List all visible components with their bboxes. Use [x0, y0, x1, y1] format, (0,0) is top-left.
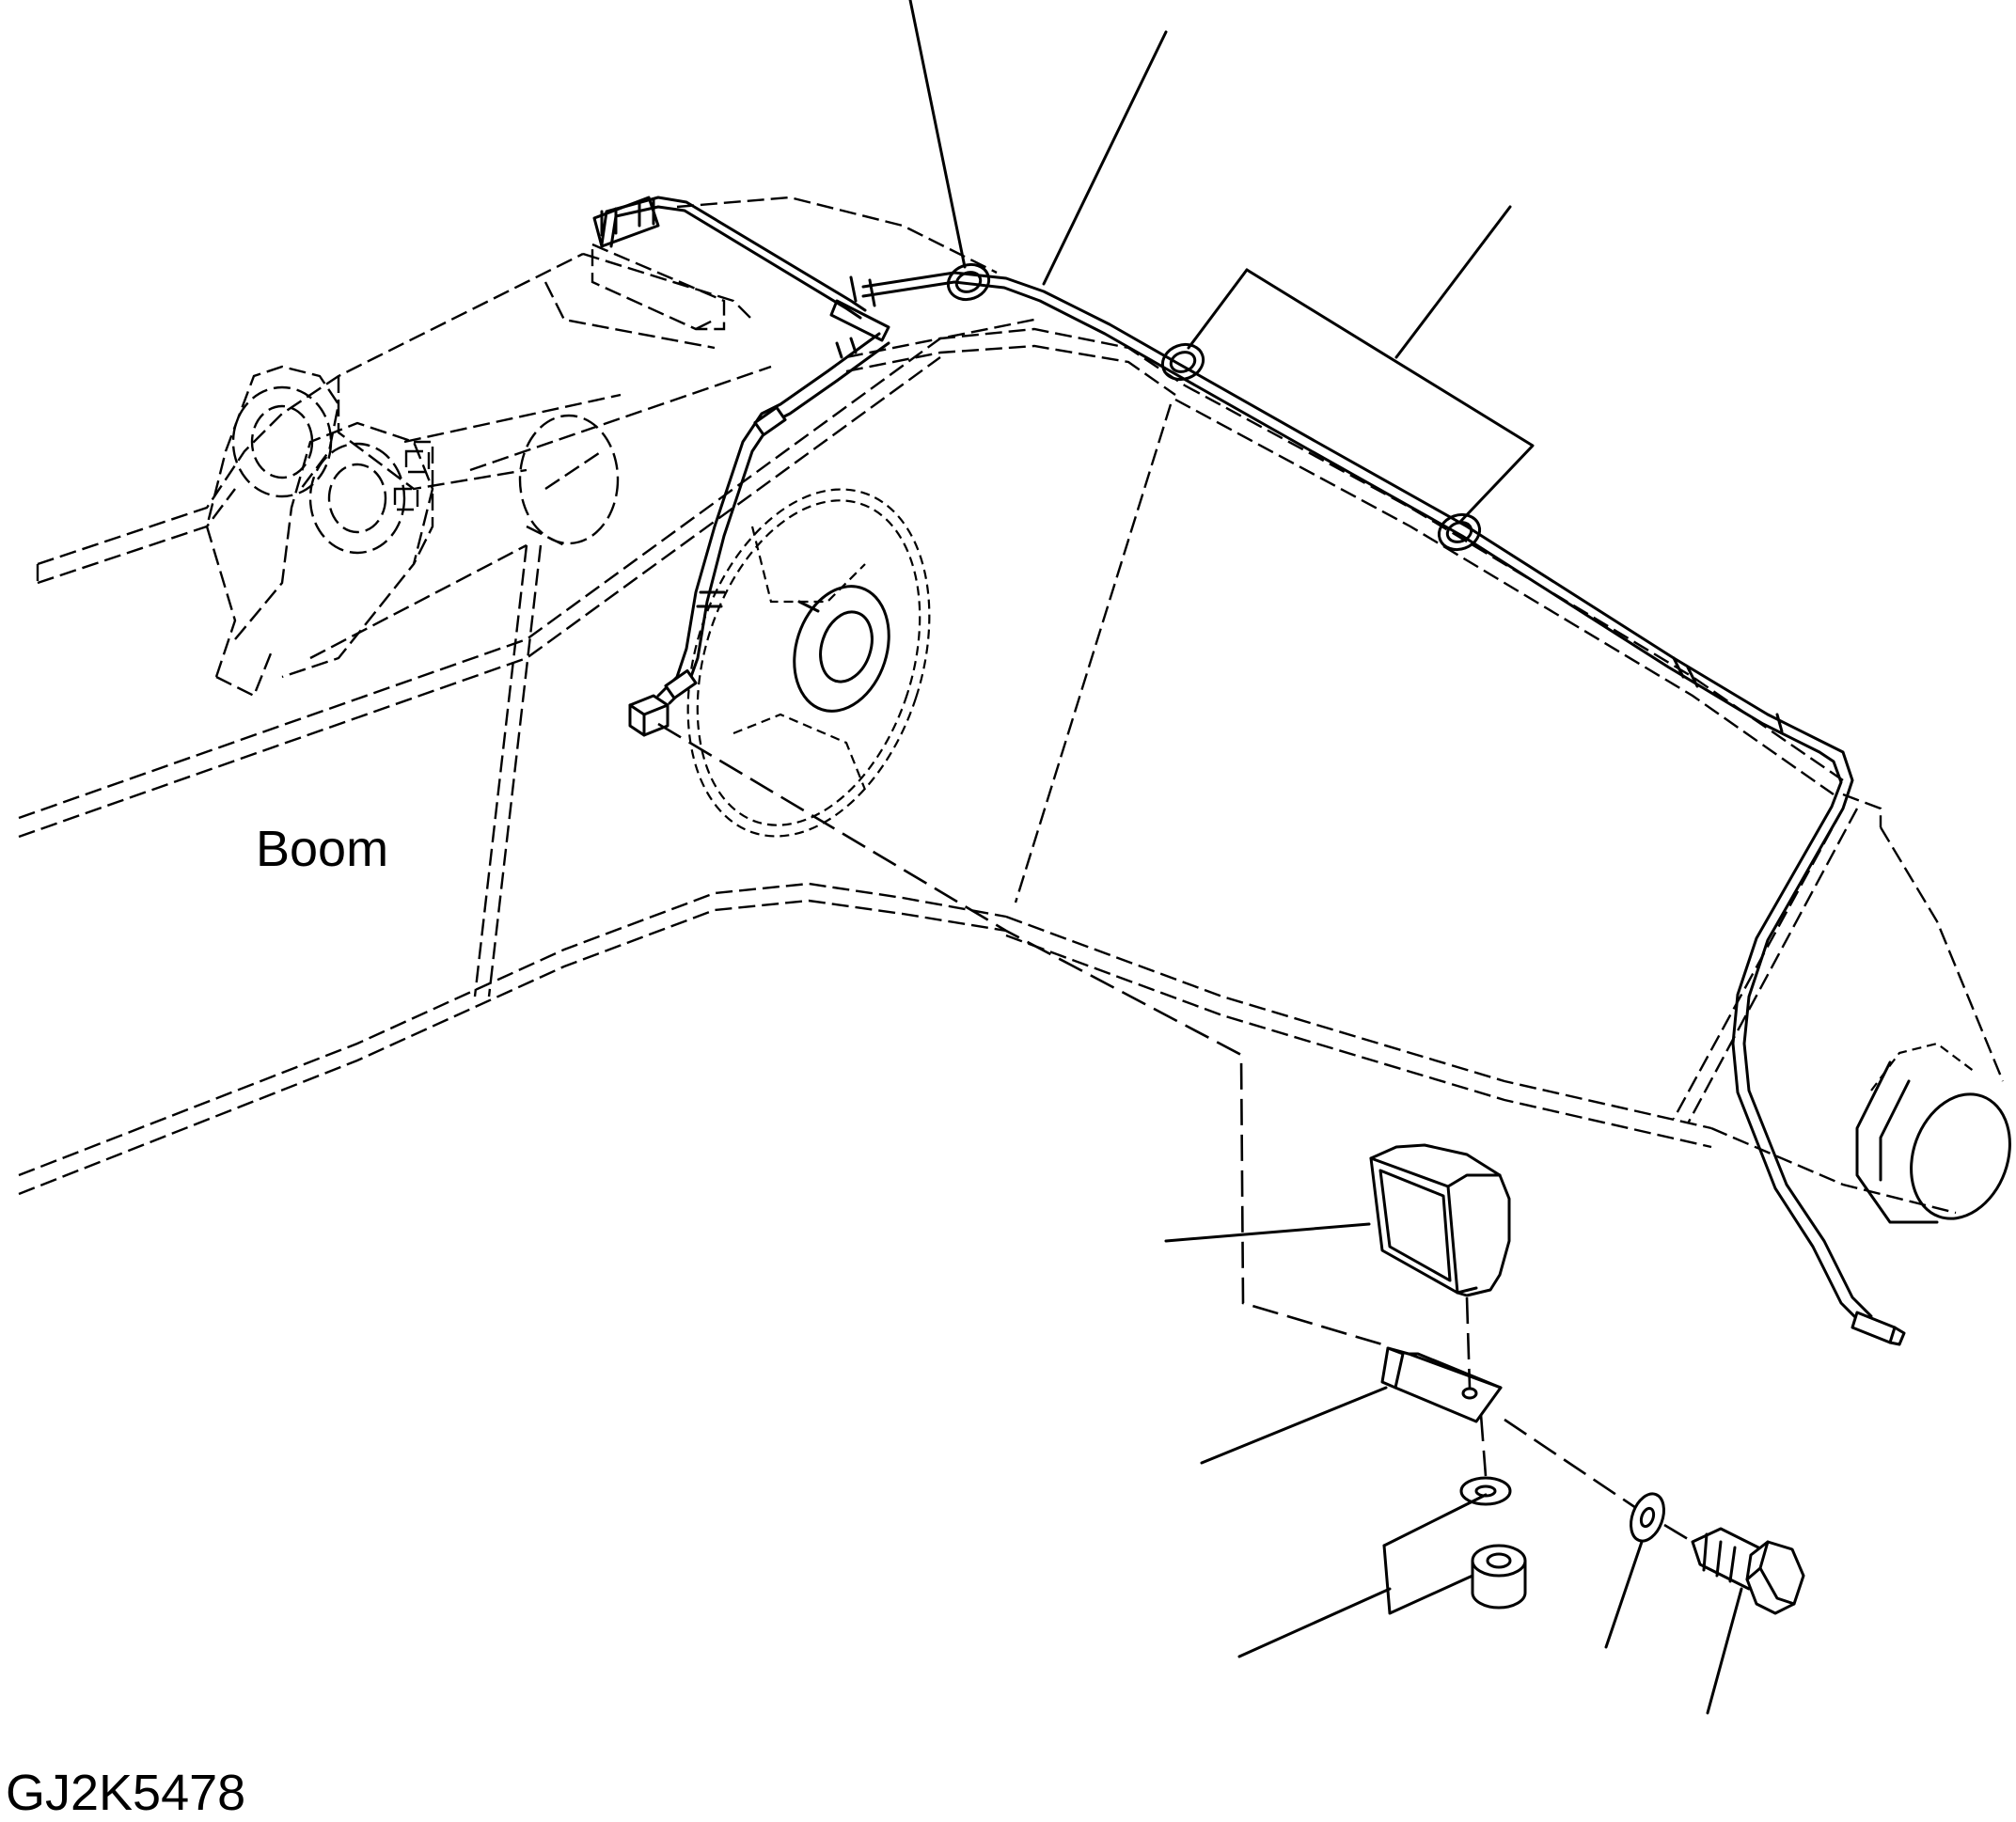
boom-foot: [36, 243, 753, 698]
boom-outline: [18, 196, 2005, 1215]
wiring-harness: [592, 196, 1873, 1324]
drawing-code: GJ2K5478: [6, 1765, 246, 1821]
bracket-icon: [1380, 1346, 1503, 1423]
bolt-icon: [1691, 1527, 1805, 1615]
connector-socket: [628, 694, 669, 737]
boom-label: Boom: [256, 821, 389, 877]
spacer-icon: [1471, 1544, 1527, 1610]
boom-tip-pin: [1855, 1042, 2011, 1224]
leader-lines: [908, 0, 1743, 1715]
assembly-lines: [657, 722, 1693, 1544]
washer-icon-2: [1630, 1492, 1665, 1543]
washer-icon: [1459, 1476, 1512, 1506]
work-lamp-icon: [1369, 1143, 1511, 1297]
boom-cylinder-disc: [686, 488, 931, 838]
harness-connector: [1851, 1311, 1906, 1346]
harness-clamps: [946, 262, 1482, 552]
